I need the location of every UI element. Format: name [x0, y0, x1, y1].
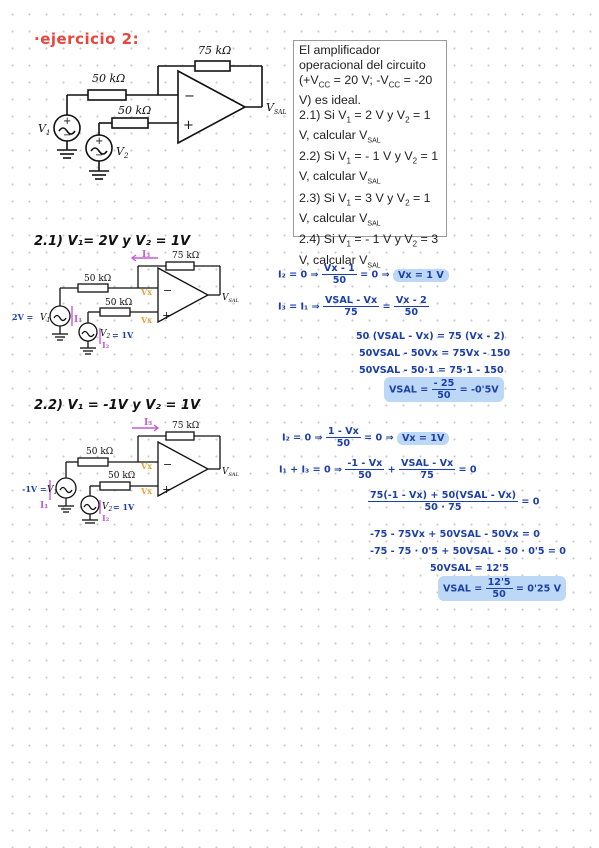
- main-circuit-diagram: + − + − 75 kΩ 50 kΩ 50 kΩ − + V1 V2 VSAL: [38, 44, 286, 180]
- i1-annotation: I₁: [40, 501, 48, 511]
- i3-annotation: I₃: [142, 250, 150, 260]
- problem-intro: El amplificador operacional del circuito…: [299, 43, 433, 107]
- v2-value-annotation: = 1V: [113, 502, 135, 512]
- svg-text:+: +: [63, 116, 71, 127]
- work-2-2-line-3: 75(-1 - Vx) + 50(VSAL - Vx)50 · 75 = 0: [368, 490, 540, 513]
- v1-label: V1: [38, 122, 50, 137]
- noninverting-input-sign: +: [162, 483, 171, 496]
- r-feedback-label: 75 kΩ: [198, 44, 231, 57]
- noninverting-input-sign: +: [162, 309, 171, 322]
- work-2-2-line-5: -75 - 75 · 0'5 + 50VSAL - 50 · 0'5 = 0: [370, 546, 566, 557]
- inverting-input-sign: −: [163, 284, 172, 297]
- v1-label: V1: [40, 313, 50, 324]
- r2-label: 50 kΩ: [108, 471, 135, 481]
- r-feedback-label: 75 kΩ: [172, 251, 199, 261]
- vsal-label: VSAL: [222, 467, 240, 478]
- problem-statement-box: El amplificador operacional del circuito…: [293, 40, 447, 269]
- vsal-label: VSAL: [222, 293, 240, 304]
- svg-text:+: +: [95, 136, 103, 147]
- work-2-1-line-4: 50VSAL - 50Vx = 75Vx - 150: [359, 348, 511, 359]
- v2-label: V2: [102, 502, 113, 513]
- problem-item-1: 2.1) Si V1 = 2 V y V2 = 1 V, calcular VS…: [299, 107, 431, 145]
- circuit-2-2: I₃ I₁ I₂ Vx Vx 75 kΩ 50 kΩ 50 kΩ − + -1V…: [22, 418, 240, 524]
- r1-label: 50 kΩ: [84, 274, 111, 284]
- work-2-1-line-3: 50 (VSAL - Vx) = 75 (Vx - 2): [356, 331, 505, 342]
- i2-annotation: I₂: [102, 340, 110, 350]
- vx-annotation-top: Vx: [140, 287, 152, 297]
- v1-value-annotation: -1V =: [22, 484, 47, 494]
- i1-annotation: I₁: [74, 315, 82, 325]
- v1-value-annotation: 2V =: [12, 312, 33, 322]
- problem-item-4: 2.4) Si V1 = - 1 V y V2 = 3 V, calcular …: [299, 232, 439, 269]
- work-2-2-line-6: 50VSAL = 12'5: [430, 563, 509, 574]
- v2-label: V2: [116, 145, 129, 160]
- inverting-input-sign: −: [184, 89, 195, 104]
- vx-annotation-bottom: Vx: [140, 315, 152, 325]
- v2-value-annotation: = 1V: [112, 330, 134, 340]
- r1-label: 50 kΩ: [86, 447, 113, 457]
- vx-result-highlight: Vx = 1 V: [392, 268, 449, 282]
- section-2-2-heading: 2.2) V₁ = -1V y V₂ = 1V: [34, 398, 201, 413]
- problem-item-3: 2.3) Si V1 = 3 V y V2 = 1 V, calcular VS…: [299, 190, 431, 228]
- r2-label: 50 kΩ: [105, 298, 132, 308]
- circuit-2-1: I₃ I₁ I₂ Vx Vx 75 kΩ 50 kΩ 50 kΩ − + 2V …: [12, 250, 240, 355]
- work-2-2-line-4: -75 - 75Vx + 50VSAL - 50Vx = 0: [370, 529, 540, 540]
- r-feedback-label: 75 kΩ: [172, 421, 199, 431]
- r2-label: 50 kΩ: [118, 104, 151, 117]
- work-2-1-line-5: 50VSAL - 50·1 = 75·1 - 150: [359, 365, 504, 376]
- svg-text:−: −: [95, 150, 103, 161]
- svg-text:−: −: [63, 130, 71, 141]
- vsal-label: VSAL: [266, 101, 286, 116]
- problem-item-2: 2.2) Si V1 = - 1 V y V2 = 1 V, calcular …: [299, 149, 439, 186]
- i3-annotation: I₃: [144, 418, 152, 428]
- vx-annotation-top: Vx: [140, 461, 152, 471]
- v2-label: V2: [100, 329, 111, 340]
- i2-annotation: I₂: [102, 513, 110, 523]
- v1-label: V1: [47, 485, 57, 496]
- section-2-1-heading: 2.1) V₁= 2V y V₂ = 1V: [34, 234, 191, 249]
- noninverting-input-sign: +: [183, 118, 194, 133]
- exercise-title: ·ejercicio 2:: [34, 30, 140, 48]
- inverting-input-sign: −: [163, 458, 172, 471]
- vx-result-highlight: Vx = 1V: [396, 431, 450, 445]
- vx-annotation-bottom: Vx: [140, 486, 152, 496]
- r1-label: 50 kΩ: [92, 72, 125, 85]
